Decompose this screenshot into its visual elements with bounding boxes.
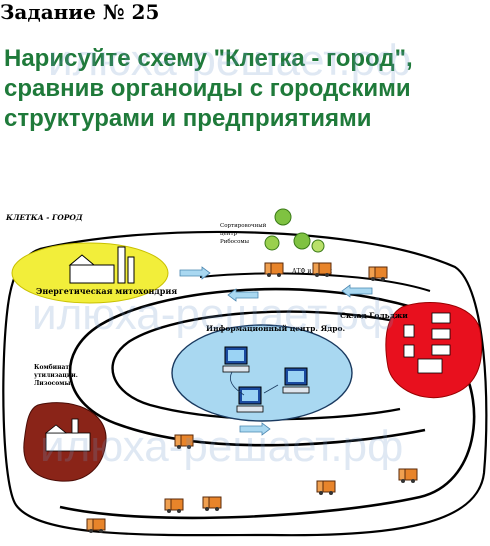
lysosome-label: Комбинат утилизации. Лизосомы.	[34, 364, 80, 387]
road-top	[199, 272, 431, 292]
truck-icon	[164, 498, 184, 514]
ribosome-icon	[264, 208, 325, 253]
truck-icon	[368, 266, 388, 282]
warehouse-icon	[403, 312, 451, 374]
truck-icon	[202, 496, 222, 512]
road-outer	[59, 362, 476, 520]
task-text-line: Нарисуйте схему "Клетка - город",	[4, 45, 413, 72]
network-cable	[230, 371, 279, 396]
truck-icon	[398, 468, 418, 484]
truck-icon	[316, 480, 336, 496]
computer-icon	[282, 367, 310, 394]
task-text-line: сравнив органоиды с городскими	[4, 75, 411, 102]
arrow-icon	[239, 422, 271, 436]
factory-icon	[44, 418, 91, 452]
golgi-label: Склад Гольджи	[340, 311, 408, 320]
ribosome-label: Сортировочный центр Рибосомы	[220, 223, 268, 245]
mitochondria-label: Энергетическая митохондрия	[36, 286, 177, 296]
road-inner	[111, 310, 406, 421]
truck-icon	[264, 262, 284, 278]
task-description: Нарисуйте схему "Клетка - город", сравни…	[4, 44, 490, 134]
road-middle	[68, 287, 426, 447]
cell-membrane	[2, 230, 488, 537]
computer-icon	[236, 386, 264, 413]
power-plant-icon	[68, 246, 135, 284]
task-title: Задание № 25	[0, 0, 160, 24]
diagram-title: КЛЕТКА - ГОРОД	[5, 213, 83, 222]
computer-icon	[222, 346, 250, 373]
nucleus-region	[171, 324, 353, 422]
nucleus-label: Информационный центр. Ядро.	[206, 324, 345, 333]
cell-city-diagram: КЛЕТКА - ГОРОД Энергетическая митохондри…	[2, 208, 488, 537]
truck-icon	[174, 434, 194, 450]
task-text-line: структурами и предприятиями	[4, 105, 372, 132]
atp-label: АТФ и белки	[292, 268, 332, 275]
